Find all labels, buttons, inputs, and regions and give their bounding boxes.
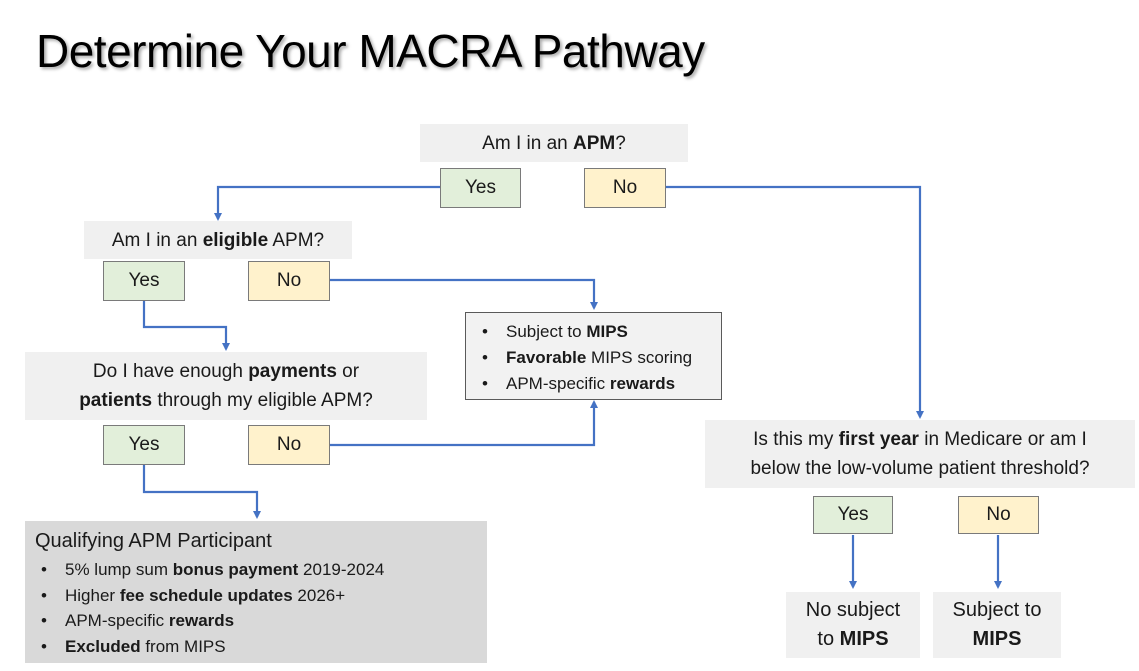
question-enough-payments: Do I have enough payments or patients th… — [25, 352, 427, 420]
arrow-q2-no-to-mips — [330, 278, 598, 310]
q1-yes-box: Yes — [440, 168, 521, 208]
q3-yes-box: Yes — [103, 425, 185, 465]
mips-outcome-box: Subject to MIPS Favorable MIPS scoring A… — [465, 312, 722, 400]
page-title: Determine Your MACRA Pathway — [36, 25, 705, 77]
q4-yes-box: Yes — [813, 496, 893, 534]
list-item: Higher fee schedule updates 2026+ — [35, 583, 477, 609]
q2-yes-box: Yes — [103, 261, 185, 301]
list-item: Excluded from MIPS — [35, 634, 477, 660]
q2-no-box: No — [248, 261, 330, 301]
list-item: APM-specific rewards — [476, 371, 711, 397]
list-item: 5% lump sum bonus payment 2019-2024 — [35, 557, 477, 583]
arrow-q3-no-to-mips — [330, 400, 598, 447]
arrow-q1-no-to-q4 — [666, 185, 924, 419]
arrow-q3-yes-to-qap — [142, 464, 261, 519]
q1-no-box: No — [584, 168, 666, 208]
arrow-q1-yes-to-q2 — [214, 185, 440, 221]
question-in-apm: Am I in an APM? — [420, 124, 688, 162]
list-item: APM-specific rewards — [35, 608, 477, 634]
list-item: Favorable MIPS scoring — [476, 345, 711, 371]
question-first-year: Is this my first year in Medicare or am … — [705, 420, 1135, 488]
list-item: Subject to MIPS — [476, 319, 711, 345]
arrow-q2-yes-to-q3 — [142, 300, 230, 351]
qap-title: Qualifying APM Participant — [35, 530, 272, 552]
q3-no-box: No — [248, 425, 330, 465]
q4-no-box: No — [958, 496, 1039, 534]
question-eligible-apm: Am I in an eligible APM? — [84, 221, 352, 259]
qualifying-apm-participant-box: Qualifying APM Participant 5% lump sum b… — [25, 521, 487, 663]
